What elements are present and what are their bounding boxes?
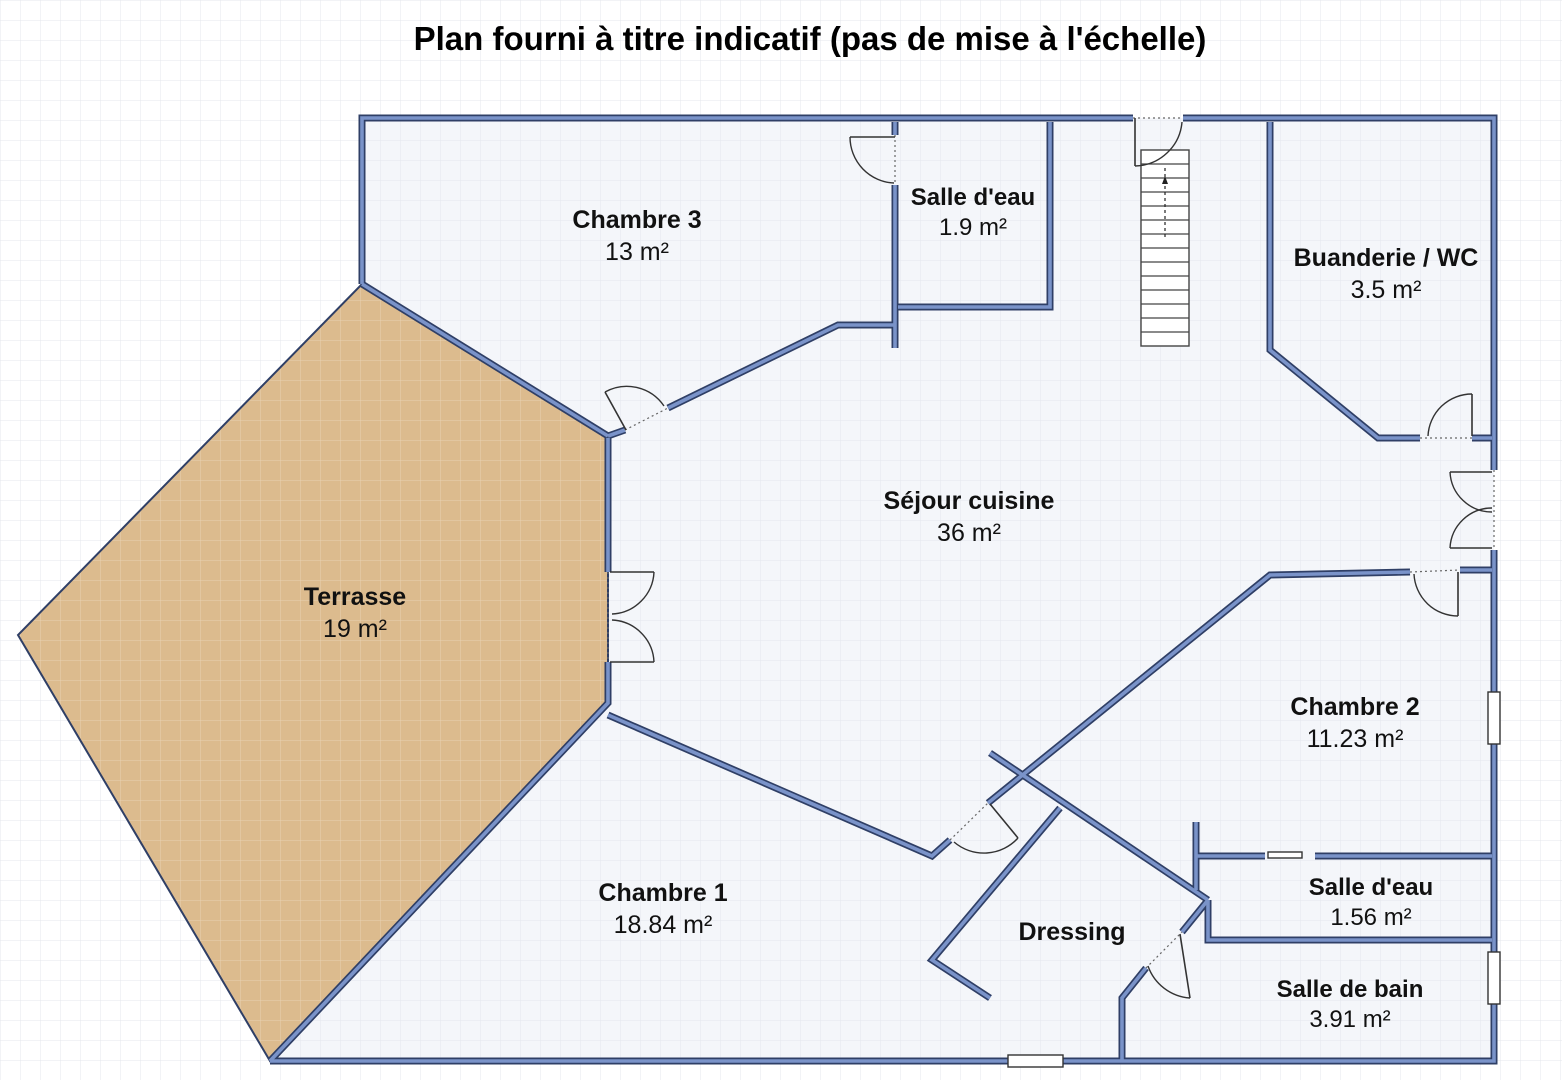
label-chambre1-area: 18.84 m² <box>614 911 713 939</box>
interior-floor <box>270 118 1494 1061</box>
label-salle-eau1-name: Salle d'eau <box>911 184 1035 211</box>
plan-title: Plan fourni à titre indicatif (pas de mi… <box>414 20 1207 57</box>
label-salle-eau2-area: 1.56 m² <box>1330 904 1411 931</box>
windows <box>1007 691 1501 1068</box>
label-sejour-name: Séjour cuisine <box>884 487 1055 515</box>
label-chambre2-area: 11.23 m² <box>1307 725 1404 753</box>
label-chambre1-name: Chambre 1 <box>598 879 727 907</box>
window-salle-bain <box>1487 951 1501 1005</box>
label-salle-eau1-area: 1.9 m² <box>939 214 1007 241</box>
staircase <box>1140 149 1190 347</box>
label-chambre3-area: 13 m² <box>605 238 669 266</box>
label-buanderie-name: Buanderie / WC <box>1294 244 1479 272</box>
label-salle-eau2-name: Salle d'eau <box>1309 874 1433 901</box>
window-chambre2 <box>1487 691 1501 745</box>
label-terrasse-name: Terrasse <box>304 583 406 611</box>
terrace-area <box>18 284 608 1061</box>
label-buanderie-area: 3.5 m² <box>1351 276 1422 304</box>
label-chambre2-name: Chambre 2 <box>1290 693 1419 721</box>
label-dressing-name: Dressing <box>1019 918 1126 946</box>
label-salle-bain-name: Salle de bain <box>1277 976 1424 1003</box>
label-sejour-area: 36 m² <box>937 519 1001 547</box>
label-chambre3-name: Chambre 3 <box>572 206 701 234</box>
label-terrasse-area: 19 m² <box>323 615 387 643</box>
doors <box>604 117 1495 999</box>
walls <box>267 114 1498 1065</box>
label-salle-bain-area: 3.91 m² <box>1309 1006 1390 1033</box>
window-salle-eau <box>1267 851 1303 859</box>
window-chambre1 <box>1007 1054 1064 1068</box>
room-labels: Chambre 3 13 m² Salle d'eau 1.9 m² Buand… <box>304 184 1479 1033</box>
